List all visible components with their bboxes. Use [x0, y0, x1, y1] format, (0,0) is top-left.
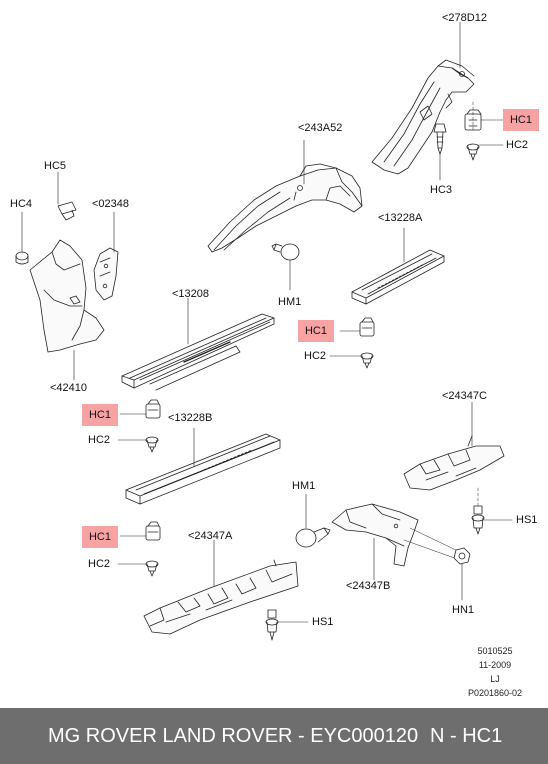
footer-part-code: N - HC1 [430, 725, 503, 747]
clip-hc3 [433, 123, 447, 155]
footer-title: MG ROVER LAND ROVER - EYC000120 [48, 725, 419, 747]
clip-hc1-left-upper [145, 399, 161, 419]
screw-hc2-left-upper [145, 436, 159, 453]
nut-hn1 [453, 547, 471, 565]
label-hm1-top: HM1 [278, 296, 302, 308]
pillar-trim-278d12 [371, 59, 475, 175]
label-13228b: <13228B [168, 412, 213, 424]
screw-hs1-lower [265, 609, 279, 641]
label-24347a: <24347A [188, 530, 233, 542]
label-13208: <13208 [172, 288, 210, 300]
label-hc5: HC5 [44, 160, 67, 172]
label-hc2-mid: HC2 [304, 350, 327, 362]
label-02348: <02348 [92, 198, 130, 210]
screw-hc2-mid [360, 352, 374, 369]
clip-hc1-mid [359, 317, 375, 337]
label-hc2-upper-right: HC2 [506, 139, 529, 151]
screw-hc2-upper [466, 143, 480, 161]
label-hc1-left-lower: HC1 [82, 526, 118, 548]
label-hc4: HC4 [10, 198, 33, 210]
trim-42410 [29, 239, 105, 353]
drawing-reference: P0201860-02 [467, 688, 523, 698]
fastener-hm1-top [271, 243, 300, 261]
label-hc2-left-upper: HC2 [88, 434, 111, 446]
label-hc1-upper-right: HC1 [503, 109, 539, 131]
label-hc3: HC3 [430, 184, 453, 196]
label-24347b: <24347B [346, 580, 391, 592]
label-hn1: HN1 [452, 604, 475, 616]
parts-diagram [15, 21, 513, 641]
clip-hc4 [15, 251, 29, 265]
fastener-hm1-lower [295, 527, 331, 548]
bracket-02348 [93, 247, 119, 301]
label-hc1-mid: HC1 [298, 320, 334, 342]
step-plate-13228b [125, 433, 281, 505]
screw-hc2-left-lower [145, 560, 159, 577]
clip-hc1-left-lower [145, 521, 161, 541]
label-42410: <42410 [50, 382, 88, 394]
footer-bar: MG ROVER LAND ROVER - EYC000120 N - HC1 [0, 708, 548, 764]
trim-243a52 [207, 163, 363, 253]
label-13228a: <13228A [378, 212, 423, 224]
label-hc2-left-lower: HC2 [88, 558, 111, 570]
clip-hc5 [57, 201, 77, 221]
label-24347c: <24347C [442, 390, 487, 402]
label-hs1-upper: HS1 [516, 514, 538, 526]
floor-plate-24347c [403, 435, 505, 491]
step-plate-13228a [351, 249, 445, 305]
bracket-24347b [331, 503, 419, 567]
floor-plate-24347a [143, 559, 299, 635]
label-hm1-lower: HM1 [292, 480, 316, 492]
screw-hs1-upper [471, 505, 485, 535]
label-278d12: <278D12 [442, 12, 487, 24]
sill-plate-13208 [121, 313, 275, 391]
label-243a52: <243A52 [298, 122, 343, 134]
drawing-date: 11-2009 [478, 660, 512, 670]
drawing-initials: LJ [490, 674, 500, 684]
label-hs1-lower: HS1 [312, 616, 334, 628]
drawing-code: 5010525 [477, 646, 513, 656]
label-hc1-left-upper: HC1 [82, 404, 118, 426]
